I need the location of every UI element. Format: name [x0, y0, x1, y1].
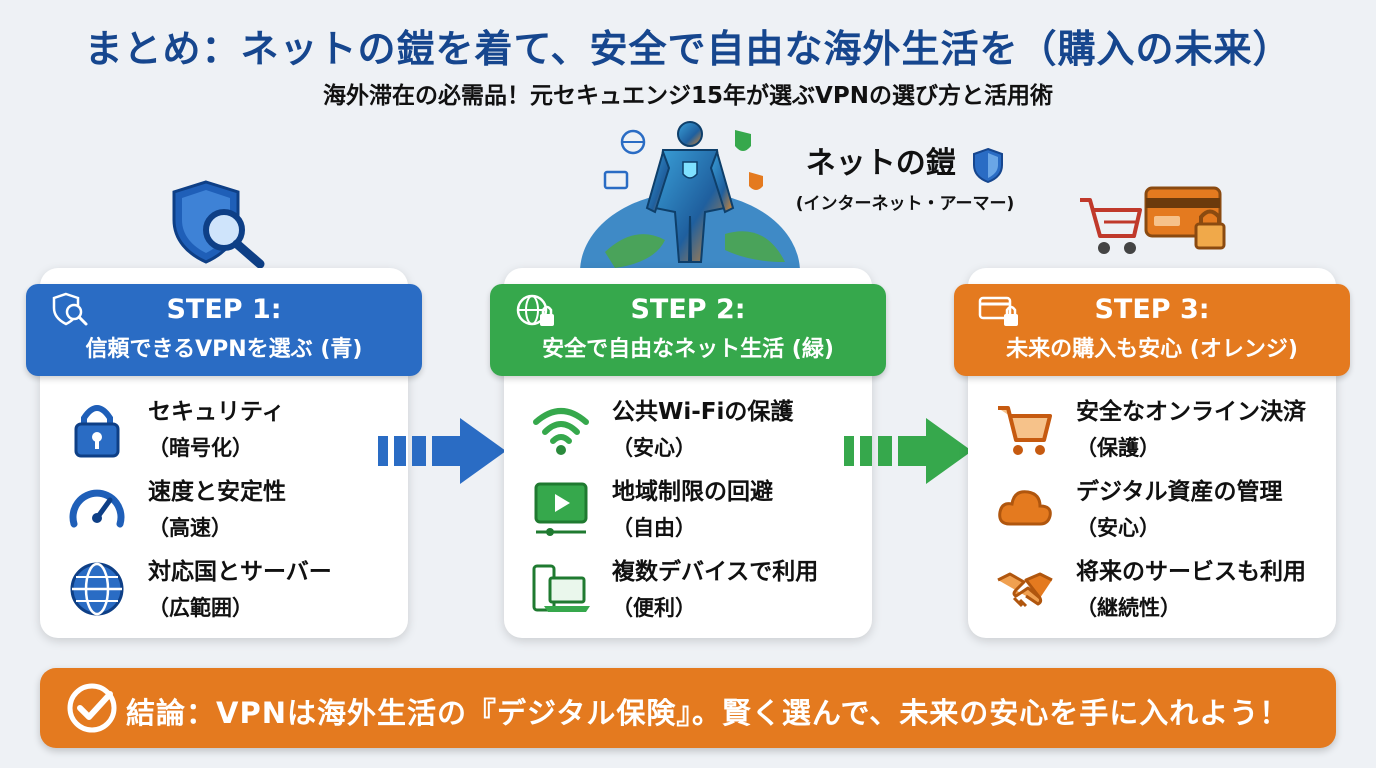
cloud-icon — [998, 490, 1052, 526]
item-title: デジタル資産の管理 — [1076, 479, 1283, 505]
video-play-icon — [534, 482, 588, 536]
step-header-1: STEP 1: 信頼できるVPNを選ぶ (青) — [26, 284, 422, 376]
arrow-right-icon — [378, 418, 506, 484]
step-card-3: STEP 3: 未来の購入も安心 (オレンジ) 安全なオンライン決済 （保護） … — [954, 268, 1350, 638]
list-item: デジタル資産の管理 （安心） — [996, 472, 1326, 552]
shield-icon — [973, 147, 1004, 183]
wifi-icon — [533, 408, 589, 455]
armored-figure-globe-icon — [580, 121, 800, 272]
step-items-3: 安全なオンライン決済 （保護） デジタル資産の管理 （安心） 将来のサービスも利… — [996, 392, 1326, 632]
item-title: 複数デバイスで利用 — [612, 559, 819, 585]
globe-icon — [70, 562, 124, 616]
step-title-1: STEP 1: — [166, 294, 282, 325]
card-lock-icon — [978, 296, 1018, 326]
handshake-icon — [997, 572, 1053, 608]
step-items-1: セキュリティ （暗号化） 速度と安定性 （高速） — [68, 392, 398, 632]
armor-label: ネットの鎧 (インターネット・アーマー) — [770, 138, 1040, 214]
item-sub: （安心） — [1076, 516, 1160, 540]
list-item: 地域制限の回避 （自由） — [532, 472, 862, 552]
item-title: セキュリティ — [148, 399, 285, 425]
list-item: 速度と安定性 （高速） — [68, 472, 398, 552]
globe-lock-icon — [516, 294, 554, 326]
item-title: 地域制限の回避 — [612, 479, 773, 505]
shield-search-small-icon — [52, 292, 88, 326]
armor-subtitle: (インターネット・アーマー) — [795, 193, 1015, 214]
cart-card-icon — [1080, 186, 1226, 254]
item-sub: （便利） — [612, 596, 696, 620]
step-card-2: STEP 2: 安全で自由なネット生活 (緑) 公共Wi-Fiの保護 （安心） — [490, 268, 886, 638]
step-header-3: STEP 3: 未来の購入も安心 (オレンジ) — [954, 284, 1350, 376]
step-subtitle-1: 信頼できるVPNを選ぶ (青) — [85, 337, 363, 362]
cart-icon — [998, 406, 1052, 455]
list-item: セキュリティ （暗号化） — [68, 392, 398, 472]
item-title: 速度と安定性 — [148, 479, 286, 505]
check-circle-icon — [67, 683, 117, 733]
step-card-1: STEP 1: 信頼できるVPNを選ぶ (青) セキュリティ （暗号化） 速度 — [26, 268, 422, 638]
item-sub: （安心） — [612, 436, 696, 460]
padlock-icon — [74, 405, 120, 458]
page-title: まとめ：ネットの鎧を着て、安全で自由な海外生活を（購入の未来） — [84, 27, 1292, 71]
list-item: 将来のサービスも利用 （継続性） — [996, 552, 1326, 632]
page-subtitle: 海外滞在の必需品！元セキュエンジ15年が選ぶVPNの選び方と活用術 — [323, 83, 1053, 109]
list-item: 公共Wi-Fiの保護 （安心） — [532, 392, 862, 472]
item-sub: （保護） — [1076, 436, 1160, 460]
step-subtitle-2: 安全で自由なネット生活 (緑) — [542, 337, 834, 362]
list-item: 安全なオンライン決済 （保護） — [996, 392, 1326, 472]
item-sub: （暗号化） — [148, 436, 253, 460]
conclusion-text: 結論：VPNは海外生活の『デジタル保険』。賢く選んで、未来の安心を手に入れよう！ — [126, 696, 1290, 730]
armor-title: ネットの鎧 — [805, 146, 956, 181]
item-title: 対応国とサーバー — [148, 559, 332, 585]
shield-search-icon — [172, 180, 265, 269]
step-title-2: STEP 2: — [630, 294, 746, 325]
item-title: 公共Wi-Fiの保護 — [612, 399, 794, 425]
arrow-right-icon — [844, 418, 972, 484]
step-subtitle-3: 未来の購入も安心 (オレンジ) — [1006, 337, 1298, 362]
item-sub: （高速） — [148, 516, 232, 540]
item-sub: （継続性） — [1076, 596, 1181, 620]
list-item: 複数デバイスで利用 （便利） — [532, 552, 862, 632]
item-sub: （自由） — [612, 516, 696, 540]
speedometer-icon — [69, 489, 125, 528]
item-sub: （広範囲） — [148, 596, 253, 620]
step-header-2: STEP 2: 安全で自由なネット生活 (緑) — [490, 284, 886, 376]
item-title: 安全なオンライン決済 — [1076, 399, 1306, 425]
list-item: 対応国とサーバー （広範囲） — [68, 552, 398, 632]
devices-icon — [532, 564, 590, 612]
step-title-3: STEP 3: — [1094, 294, 1210, 325]
conclusion-banner: 結論：VPNは海外生活の『デジタル保険』。賢く選んで、未来の安心を手に入れよう！ — [40, 668, 1336, 748]
item-title: 将来のサービスも利用 — [1076, 559, 1306, 585]
step-items-2: 公共Wi-Fiの保護 （安心） 地域制限の回避 （自由） — [532, 392, 862, 632]
